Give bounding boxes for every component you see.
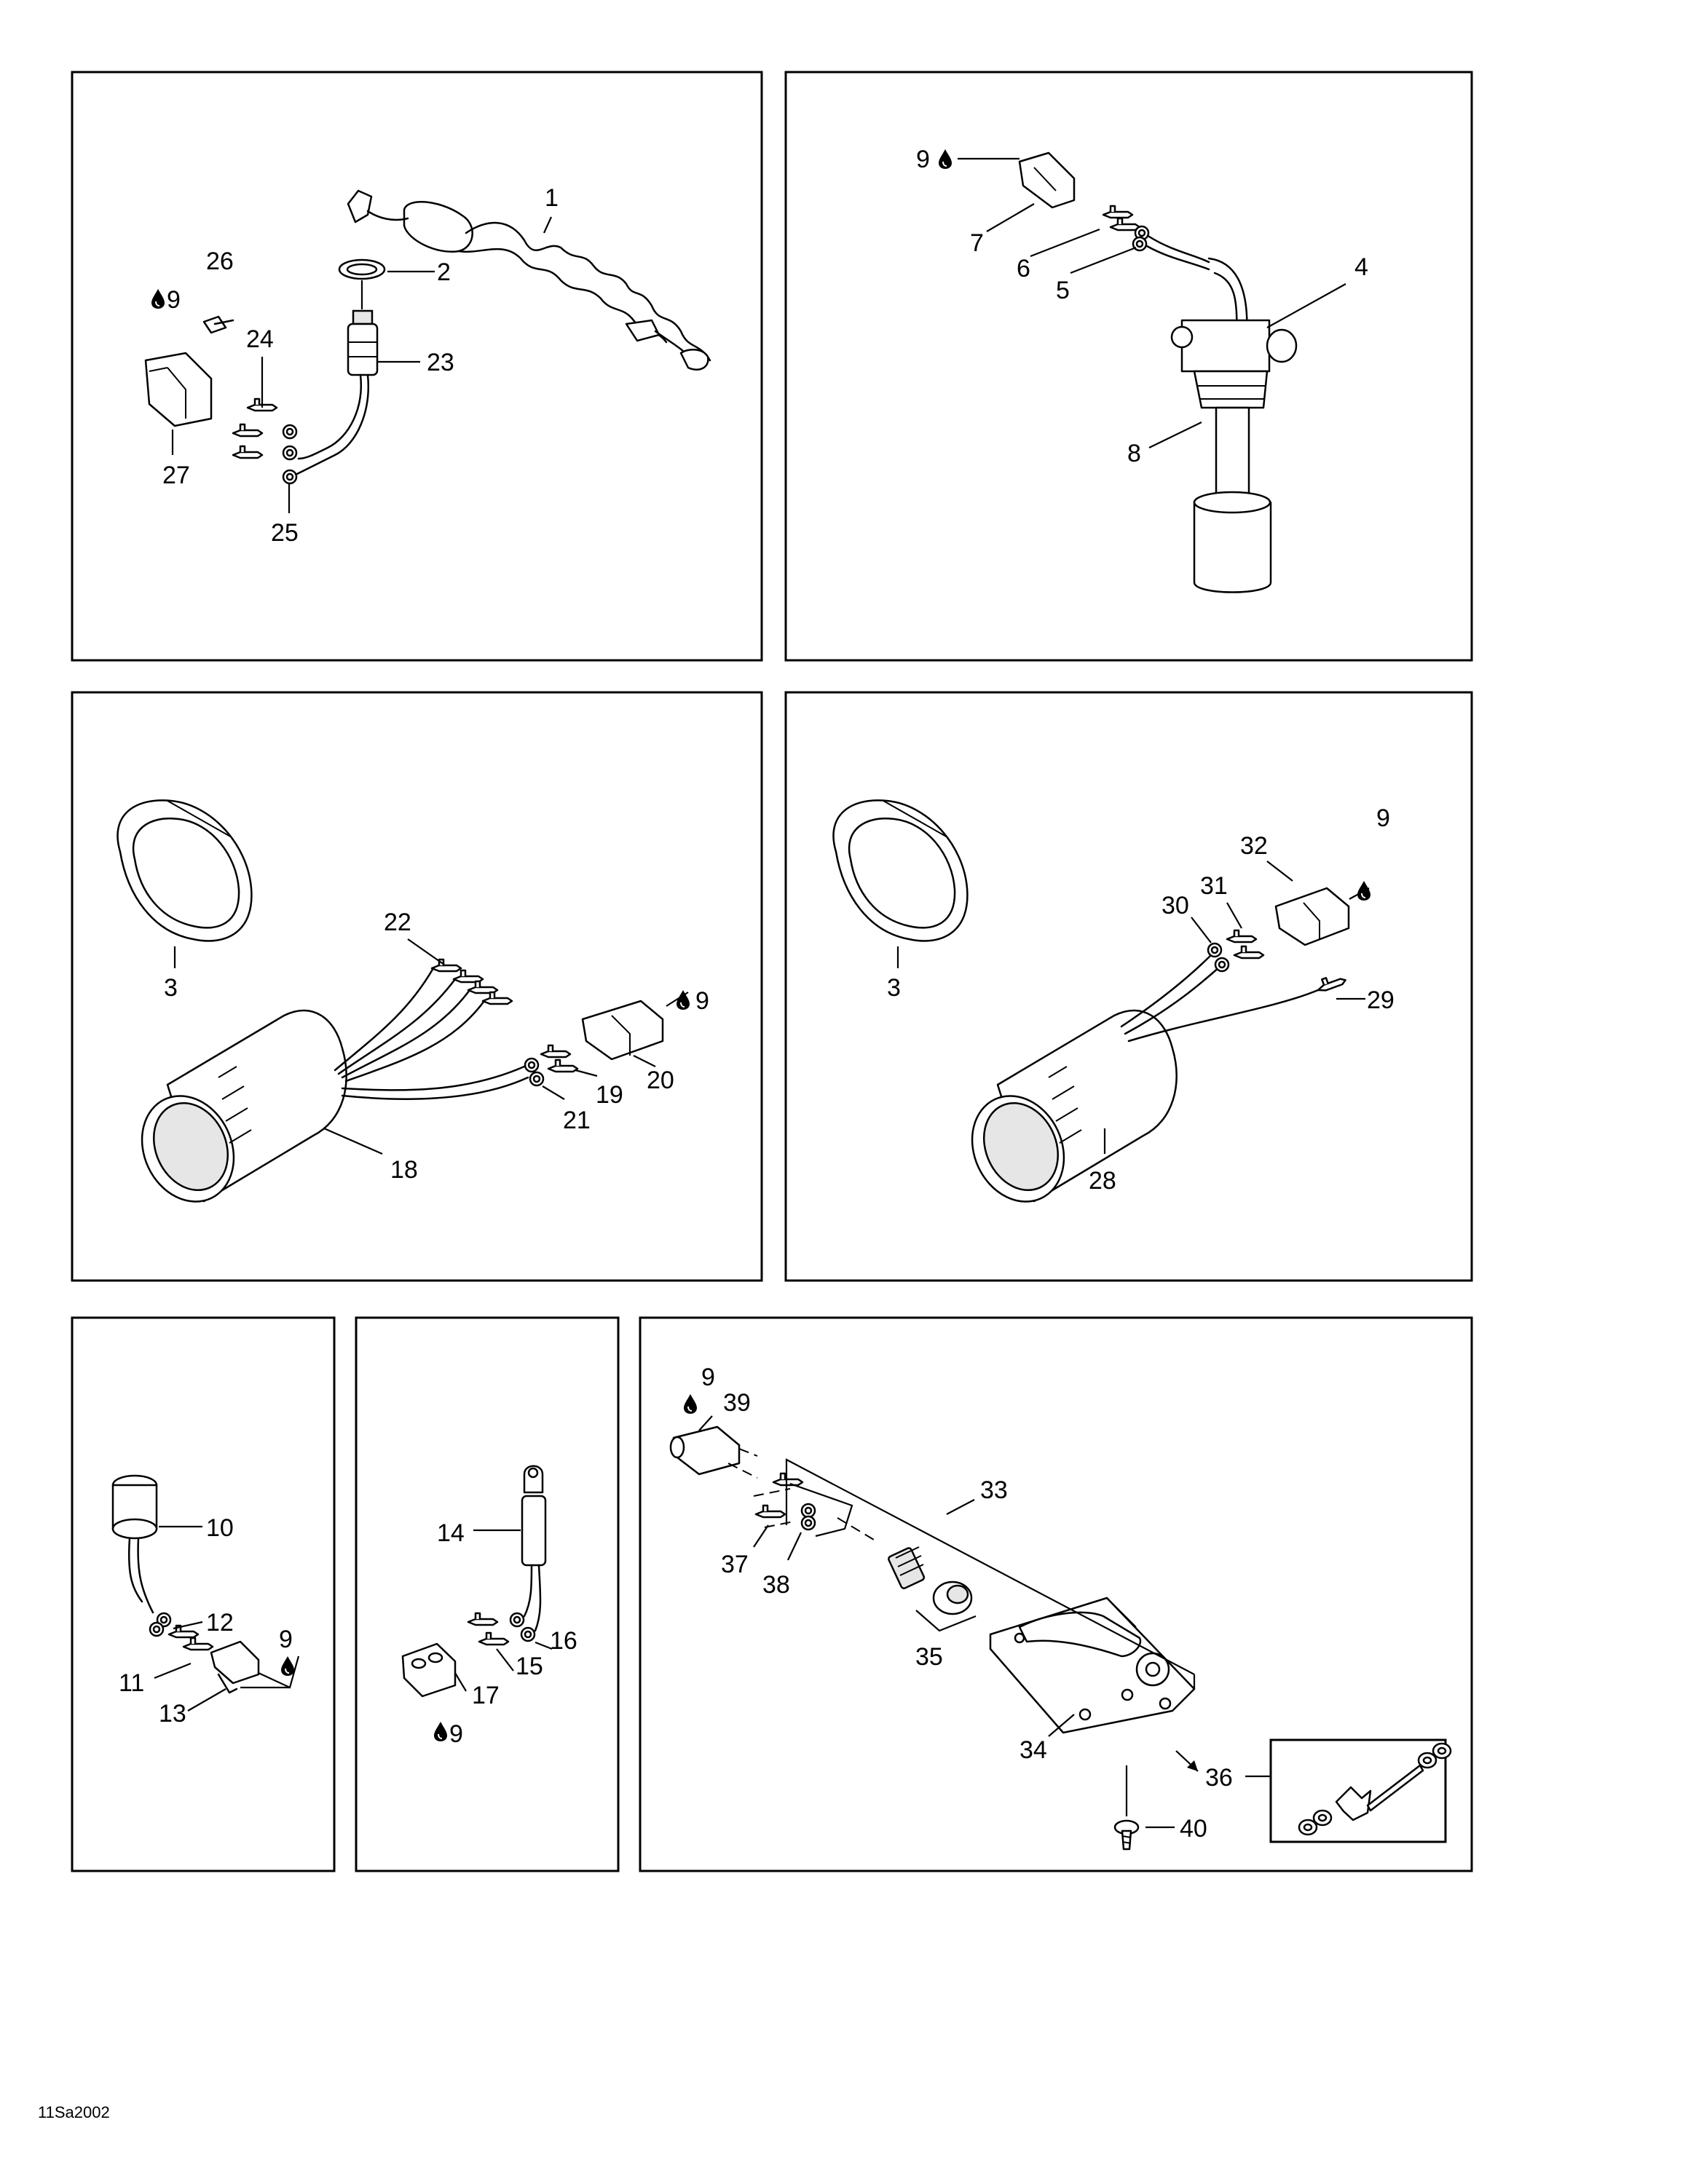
callout-33: 33 [980, 1476, 1008, 1504]
fuel-sensor-8 [1170, 319, 1298, 593]
callout-24: 24 [246, 325, 274, 353]
callout-30: 30 [1162, 892, 1189, 919]
callout-3a: 3 [164, 974, 178, 1002]
temperature-sensor-14 [521, 1465, 547, 1632]
screw-40 [1113, 1819, 1140, 1851]
callout-37: 37 [721, 1551, 749, 1578]
callout-34: 34 [1019, 1736, 1047, 1764]
washer-2 [338, 258, 386, 280]
callout-9f: 9 [449, 1720, 463, 1748]
callout-16: 16 [550, 1627, 577, 1655]
hardware-kit-parts [1298, 1742, 1452, 1836]
callout-9c: 9 [695, 987, 709, 1015]
callout-2: 2 [437, 258, 451, 286]
callout-23: 23 [427, 349, 454, 376]
callout-15: 15 [516, 1653, 543, 1680]
connector-13 [210, 1640, 260, 1694]
callout-19: 19 [596, 1081, 623, 1109]
callout-17: 17 [472, 1682, 500, 1709]
callout-7: 7 [970, 229, 984, 257]
callout-39: 39 [723, 1389, 751, 1417]
panel-fuel-sensor [784, 71, 1473, 662]
callout-35: 35 [915, 1643, 943, 1671]
plug-26 [202, 315, 234, 334]
figure-code: 11Sa2002 [38, 2103, 110, 2121]
callout-27: 27 [162, 462, 190, 489]
callout-32: 32 [1240, 832, 1268, 860]
callout-8: 8 [1127, 440, 1141, 467]
callout-21: 21 [563, 1107, 591, 1134]
fitting-35a [888, 1546, 926, 1589]
panel-pressure-switch [71, 1316, 336, 1872]
callout-20: 20 [647, 1067, 674, 1094]
seals-5 [1132, 225, 1150, 252]
gauge-28 [971, 1009, 1178, 1203]
seals-25 [282, 424, 298, 485]
callout-28: 28 [1089, 1167, 1116, 1195]
callout-29: 29 [1367, 986, 1395, 1014]
connector-7 [1018, 151, 1076, 209]
callout-36: 36 [1205, 1764, 1233, 1792]
callout-9a: 9 [167, 286, 181, 314]
callout-5: 5 [1056, 277, 1070, 304]
connector-20 [581, 1000, 664, 1061]
tether-switch-23 [290, 309, 379, 478]
pressure-switch-10 [111, 1474, 158, 1614]
callout-1: 1 [545, 184, 559, 212]
callout-9e: 9 [279, 1626, 293, 1653]
hardware-kit-36 [1269, 1738, 1447, 1843]
callout-9d: 9 [1376, 804, 1390, 832]
callout-9b: 9 [916, 146, 930, 173]
callout-22: 22 [384, 909, 411, 936]
connector-32 [1274, 887, 1350, 946]
callout-14: 14 [437, 1519, 465, 1547]
callout-11: 11 [119, 1669, 144, 1697]
callout-40: 40 [1180, 1815, 1207, 1843]
connector-27 [144, 352, 213, 427]
callout-25: 25 [271, 519, 299, 547]
gauge-18 [141, 1009, 347, 1203]
tether-cord-assembly [347, 189, 711, 371]
callout-26: 26 [206, 248, 234, 275]
connector-17 [401, 1642, 457, 1698]
callout-38: 38 [762, 1571, 790, 1599]
fitting-35b [932, 1580, 973, 1615]
trim-sender-34 [989, 1597, 1196, 1734]
panel-gauge-right [784, 691, 1473, 1282]
callout-3b: 3 [887, 974, 901, 1002]
callout-4: 4 [1354, 253, 1368, 281]
callout-18: 18 [390, 1156, 418, 1184]
callout-6: 6 [1017, 255, 1030, 282]
bezel-ring-3a [117, 799, 253, 942]
callout-12: 12 [206, 1609, 234, 1637]
callout-9g: 9 [701, 1364, 715, 1391]
callout-10: 10 [206, 1514, 234, 1542]
connector-39 [669, 1425, 741, 1476]
panel-temperature-sensor [355, 1316, 620, 1872]
callout-31: 31 [1200, 872, 1228, 900]
callout-13: 13 [159, 1700, 186, 1728]
bezel-ring-3b [832, 799, 969, 942]
